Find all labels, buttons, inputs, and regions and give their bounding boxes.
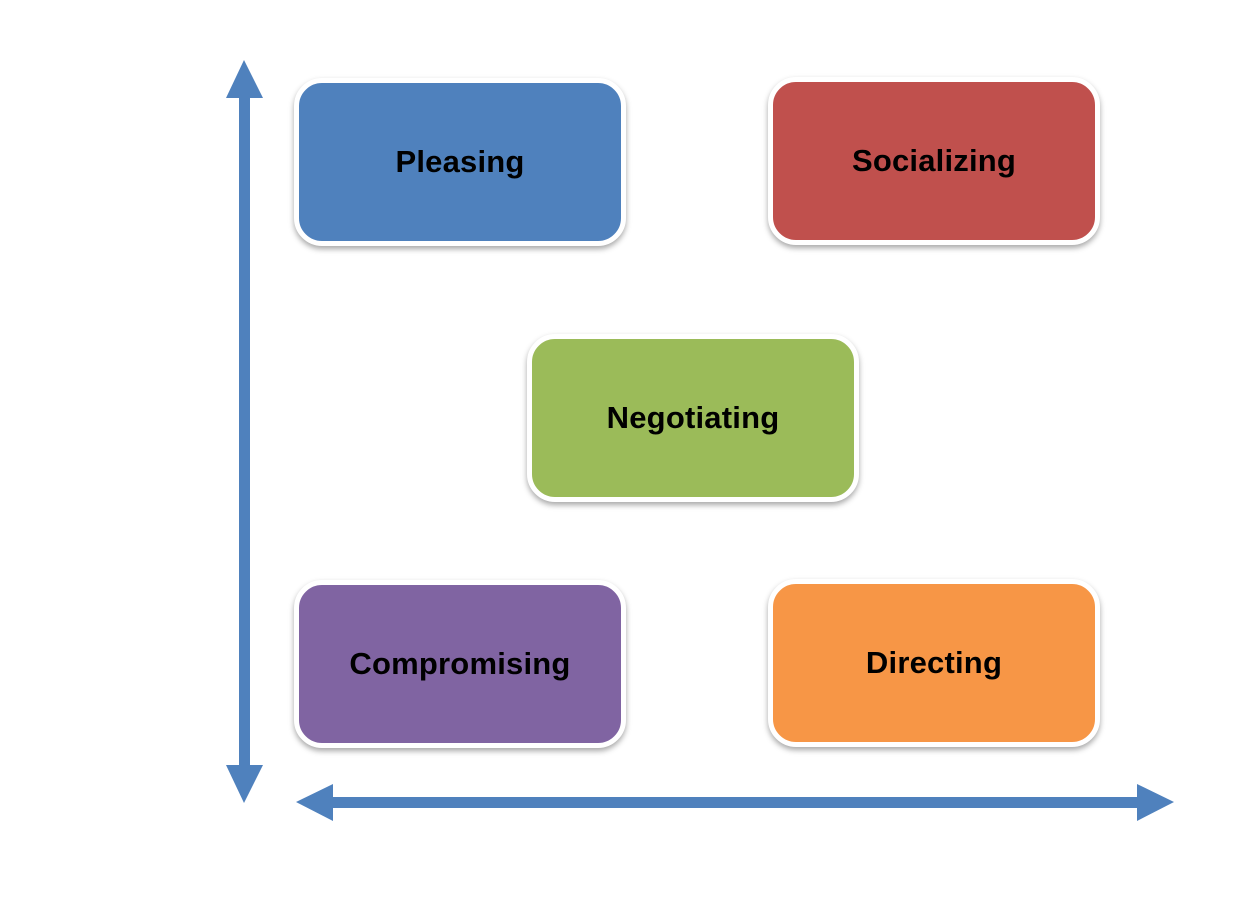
vertical-arrow-shaft <box>239 94 250 770</box>
directing-box: Directing <box>768 579 1100 747</box>
negotiating-label: Negotiating <box>606 400 780 435</box>
vertical-arrow-head-top <box>226 60 263 98</box>
horizontal-arrow-shaft <box>328 797 1142 808</box>
horizontal-arrow-head-left <box>296 784 333 821</box>
socializing-label: Socializing <box>851 143 1017 178</box>
compromising-label: Compromising <box>349 646 571 681</box>
horizontal-arrow-head-right <box>1137 784 1174 821</box>
pleasing-box: Pleasing <box>294 78 626 246</box>
vertical-double-arrow <box>226 60 263 803</box>
horizontal-double-arrow <box>296 784 1174 821</box>
pleasing-label: Pleasing <box>395 144 525 179</box>
negotiating-box: Negotiating <box>527 334 859 502</box>
vertical-arrow-head-bottom <box>226 765 263 803</box>
directing-label: Directing <box>865 645 1003 680</box>
socializing-box: Socializing <box>768 77 1100 245</box>
compromising-box: Compromising <box>294 580 626 748</box>
